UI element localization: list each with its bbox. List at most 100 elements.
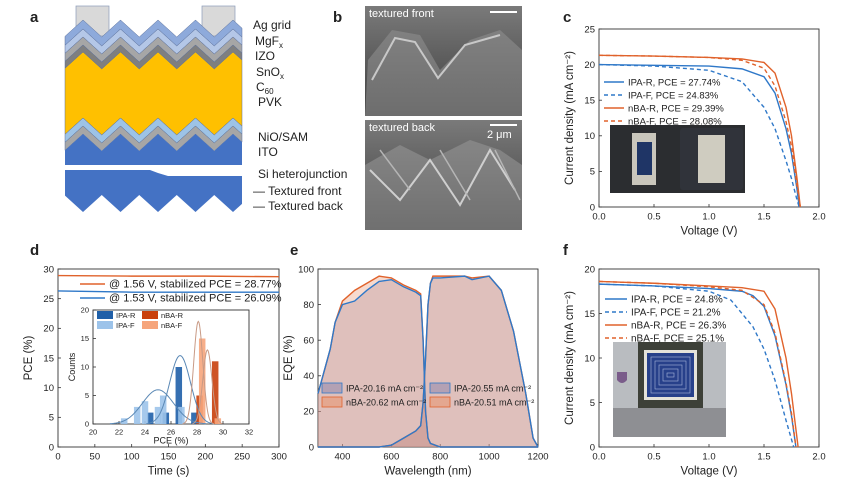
legend-label: nBA-R <box>161 311 184 320</box>
x-axis-label: Voltage (V) <box>681 466 738 478</box>
layer-label: — Textured back <box>253 199 344 213</box>
y-tick-label: 20 <box>584 60 595 71</box>
y-axis-label: Counts <box>67 352 77 381</box>
layer-label: ITO <box>258 145 278 159</box>
y-tick-label: 5 <box>85 391 89 400</box>
y-axis-label: Current density (mA cm⁻²) <box>564 291 576 425</box>
jv-curve <box>598 283 795 448</box>
eqe-curve <box>317 278 538 448</box>
y-tick-label: 5 <box>49 413 54 424</box>
layer-label: NiO/SAM <box>258 130 308 144</box>
x-tick-label: 200 <box>197 452 213 463</box>
legend-label: IPA-F <box>116 321 135 330</box>
x-tick-label: 1.0 <box>702 452 715 463</box>
gaussian-fit <box>109 389 207 425</box>
x-tick-label: 2.0 <box>812 212 825 223</box>
legend-swatch <box>97 311 113 319</box>
histogram-bar <box>159 395 167 424</box>
rear-electrode <box>698 135 725 183</box>
legend-label: IPA-F, PCE = 24.83% <box>628 91 719 102</box>
legend-label: @ 1.53 V, stabilized PCE = 26.09% <box>109 293 282 305</box>
y-tick-label: 20 <box>303 407 314 418</box>
panel-label-e: e <box>290 242 298 259</box>
eqe-curve <box>318 275 539 448</box>
legend-label: nBA-R, PCE = 26.3% <box>631 321 726 332</box>
y-tick-label: 0 <box>309 442 314 453</box>
histogram-bar <box>175 367 183 424</box>
legend-label: IPA-R, PCE = 24.8% <box>631 295 723 306</box>
histogram-bar <box>191 412 198 424</box>
x-tick-label: 28 <box>193 428 201 437</box>
y-tick-label: 60 <box>303 336 314 347</box>
layer-label: PVK <box>258 95 282 109</box>
y-tick-label: 20 <box>43 324 54 335</box>
layer-label: SnOx <box>256 65 284 81</box>
x-tick-label: 1000 <box>479 452 500 463</box>
legend-label: nBA-R, PCE = 29.39% <box>628 104 724 115</box>
histogram-bar <box>141 401 149 424</box>
legend-label: IPA-R <box>116 311 136 320</box>
emblem <box>617 372 627 383</box>
y-tick-label: 5 <box>590 167 595 178</box>
panel-label-b: b <box>333 9 342 26</box>
x-tick-label: 2.0 <box>812 452 825 463</box>
y-tick-label: 15 <box>43 353 54 364</box>
y-axis-label: Current density (mA cm⁻²) <box>564 51 576 185</box>
y-tick-label: 100 <box>298 264 314 275</box>
x-tick-label: 0.0 <box>592 212 605 223</box>
histogram-bar <box>133 406 141 424</box>
y-tick-label: 25 <box>584 24 595 35</box>
x-tick-label: 24 <box>141 428 149 437</box>
layer-label: — Textured front <box>253 184 342 198</box>
layer-label: Ag grid <box>253 18 291 32</box>
grid-line <box>654 360 687 390</box>
y-tick-label: 0 <box>49 442 54 453</box>
device-photo <box>610 125 745 193</box>
histogram-bar <box>178 406 185 424</box>
legend-label: @ 1.56 V, stabilized PCE = 28.77% <box>109 279 282 291</box>
panel-label-f: f <box>563 242 569 259</box>
eqe-area <box>318 276 538 447</box>
x-tick-label: 1.5 <box>757 452 770 463</box>
x-tick-label: 100 <box>124 452 140 463</box>
x-tick-label: 0 <box>55 452 60 463</box>
y-tick-label: 40 <box>303 371 314 382</box>
scale-bar-label: 2 μm <box>487 129 512 141</box>
x-tick-label: 0.0 <box>592 452 605 463</box>
jv-curve <box>598 63 800 208</box>
layer-label: MgFx <box>255 34 283 50</box>
x-tick-label: 30 <box>219 428 227 437</box>
y-tick-label: 0 <box>85 420 89 429</box>
device-schematic <box>64 5 243 212</box>
layer-label: Si heterojunction <box>258 167 347 181</box>
histogram-bar <box>214 418 222 424</box>
y-tick-label: 30 <box>43 264 54 275</box>
x-tick-label: 32 <box>245 428 253 437</box>
y-tick-label: 15 <box>584 96 595 107</box>
grid-line <box>650 356 691 394</box>
jv-curve <box>598 280 797 448</box>
legend-label: nBA-F, PCE = 25.1% <box>631 334 724 345</box>
x-tick-label: 150 <box>161 452 177 463</box>
legend-swatch <box>142 321 158 329</box>
y-tick-label: 0 <box>590 202 595 213</box>
jv-curve <box>598 54 801 208</box>
histogram-bar <box>154 406 162 424</box>
legend-label: nBA-20.62 mA cm⁻² <box>346 398 426 408</box>
ruler <box>613 408 726 437</box>
grid-line <box>658 364 683 386</box>
legend-swatch <box>321 396 343 408</box>
stabilized-pce-line <box>57 290 279 293</box>
eqe-area <box>318 279 538 447</box>
sem-back-label: textured back <box>369 122 436 134</box>
plot-frame <box>317 268 539 448</box>
gaussian-fit <box>192 349 223 425</box>
jv-curve <box>598 54 801 208</box>
si-wafer-bottom <box>65 170 242 212</box>
x-tick-label: 0.5 <box>647 452 660 463</box>
x-axis-label: Time (s) <box>148 466 190 478</box>
panel-label-c: c <box>563 9 571 26</box>
